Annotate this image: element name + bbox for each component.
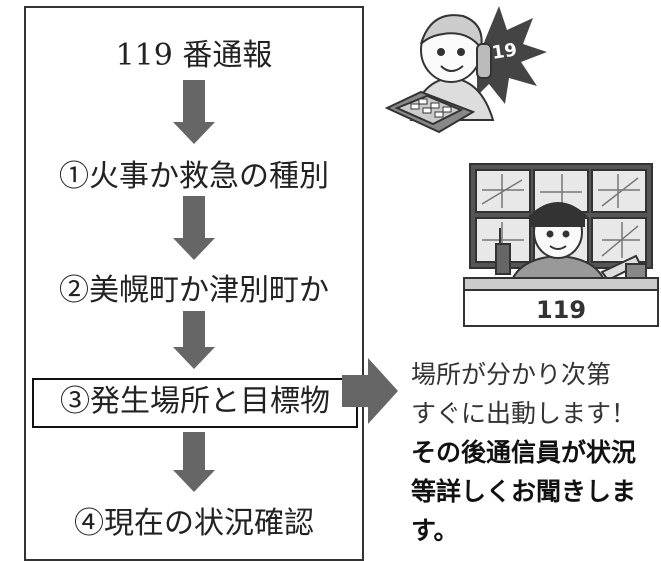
starburst-icon [477,6,547,104]
note-line-3: その後通信員が状況 [411,438,637,467]
dispatcher-person-icon [510,202,642,282]
step-2: ②美幌町か津別町か [59,273,329,308]
desk-icon [463,263,659,327]
note-line-1: 場所が分かり次第 [411,360,612,389]
flow-chart-box: 119 番通報 ①火事か救急の種別 ②美幌町か津別町か ③発生場所と目標物 ④現… [24,6,364,561]
phone-icon [384,43,492,134]
step-4: ④現在の状況確認 [74,506,314,541]
note-line-4: 等詳しくお聞きしま [411,477,637,506]
radio-icon [495,228,511,275]
note-line-5: す。 [411,516,459,545]
caller-illustration: 119 [384,6,547,134]
step-1: ①火事か救急の種別 [59,159,329,194]
desk-label: 119 [536,296,586,324]
down-arrow-3 [173,311,215,369]
note-line-2: すぐに出動します！ [411,399,637,428]
flow-title: 119 番通報 [115,38,273,73]
down-arrow-2 [173,196,215,260]
step-3-highlighted: ③発生場所と目標物 [32,378,358,428]
dispatcher-illustration: 119 [463,163,659,327]
down-arrow-4 [173,432,215,492]
down-arrow-1 [173,80,215,144]
dispatch-note: 場所が分かり次第 すぐに出動します！ その後通信員が状況 等詳しくお聞きしま す… [411,355,659,550]
